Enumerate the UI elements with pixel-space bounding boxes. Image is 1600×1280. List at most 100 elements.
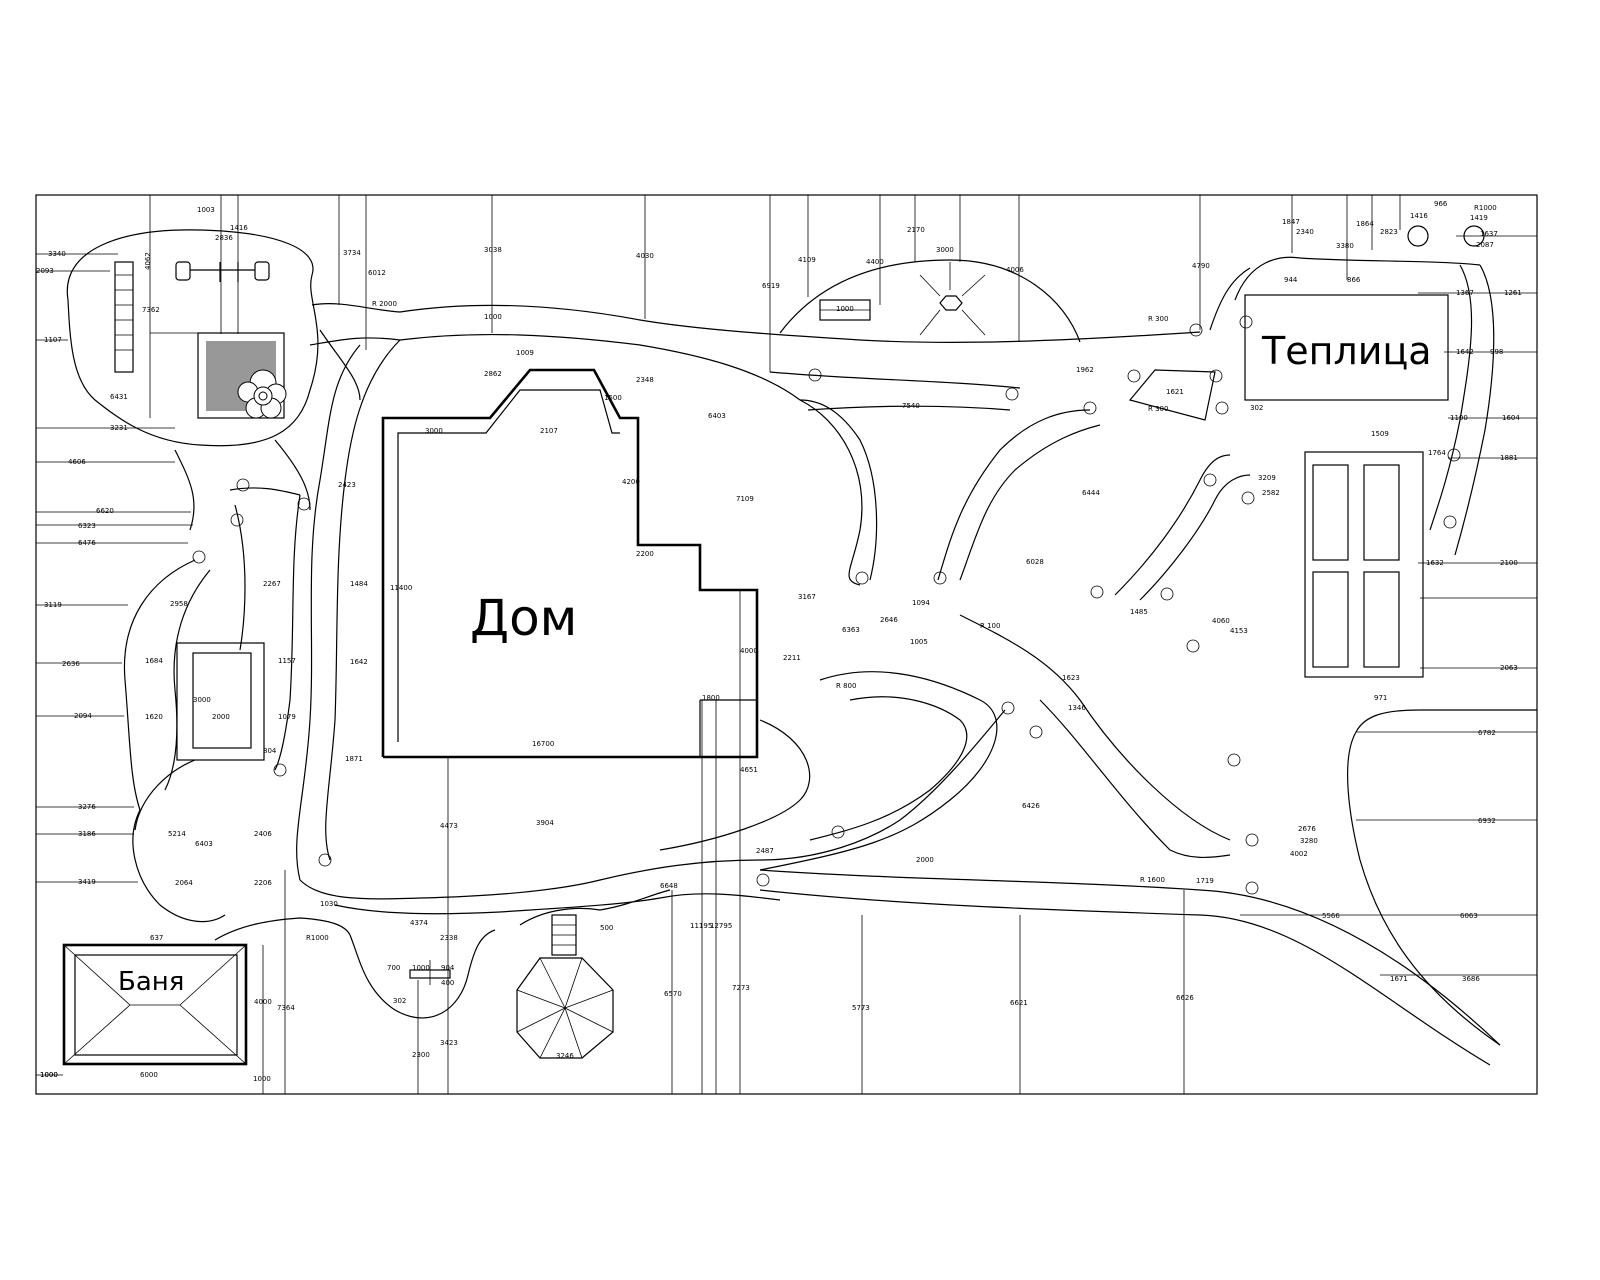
sandbox bbox=[197, 332, 285, 419]
dimension-label: 2487 bbox=[756, 847, 774, 855]
dimension-label: 6919 bbox=[762, 282, 780, 290]
dimension-label: 6444 bbox=[1082, 489, 1100, 497]
dimension-label: 2340 bbox=[1296, 228, 1314, 236]
dimension-label: 2000 bbox=[212, 713, 230, 721]
dimension-label: 6028 bbox=[1026, 558, 1044, 566]
dimension-label: 3000 bbox=[193, 696, 211, 704]
tree-icon bbox=[1463, 225, 1485, 247]
dimension-label: 3340 bbox=[48, 250, 66, 258]
dimension-label: 3038 bbox=[484, 246, 502, 254]
swing-icon bbox=[175, 261, 270, 282]
dimension-label: 4006 bbox=[1006, 266, 1024, 274]
dimension-label: 1346 bbox=[1068, 704, 1086, 712]
dimension-label: 6782 bbox=[1478, 729, 1496, 737]
dimension-label: 3246 bbox=[556, 1052, 574, 1060]
dimension-label: 4030 bbox=[636, 252, 654, 260]
dimension-label: 11195 bbox=[690, 922, 712, 930]
dimension-label: 1003 bbox=[197, 206, 215, 214]
dimension-label: 1881 bbox=[1500, 454, 1518, 462]
dimension-label: 1079 bbox=[278, 713, 296, 721]
dimension-label: 1637 bbox=[1480, 230, 1498, 238]
dimension-label: 3000 bbox=[425, 427, 443, 435]
dimension-label: 1620 bbox=[145, 713, 163, 721]
dimension-label: 1367 bbox=[1456, 289, 1474, 297]
dimension-label: 3734 bbox=[343, 249, 361, 257]
dimension-label: 1485 bbox=[1130, 608, 1148, 616]
dimension-label: 1509 bbox=[1371, 430, 1389, 438]
dimension-label: 1500 bbox=[604, 394, 622, 402]
dimension-label: 6932 bbox=[1478, 817, 1496, 825]
dimension-label: 4473 bbox=[440, 822, 458, 830]
dimension-label: 3280 bbox=[1300, 837, 1318, 845]
dimension-label: 500 bbox=[600, 924, 613, 932]
dimension-label: 6363 bbox=[842, 626, 860, 634]
dimension-label: 7109 bbox=[736, 495, 754, 503]
dimension-label: R 100 bbox=[980, 622, 1000, 630]
dimension-label: 1000 bbox=[484, 313, 502, 321]
dimension-label: 2348 bbox=[636, 376, 654, 384]
dimension-label: 1030 bbox=[320, 900, 338, 908]
dimension-label: 5566 bbox=[1322, 912, 1340, 920]
dimension-label: 1000 bbox=[40, 1071, 58, 1079]
dimension-label: 3423 bbox=[440, 1039, 458, 1047]
dimension-label: 3119 bbox=[44, 601, 62, 609]
dimension-label: 3419 bbox=[78, 878, 96, 886]
dimension-label: 2646 bbox=[880, 616, 898, 624]
dimension-label: 3209 bbox=[1258, 474, 1276, 482]
dimension-label: 2836 bbox=[215, 234, 233, 242]
dimension-label: 1419 bbox=[1470, 214, 1488, 222]
dimension-label: 3276 bbox=[78, 803, 96, 811]
pond bbox=[349, 929, 496, 1019]
dimension-label: 5214 bbox=[168, 830, 186, 838]
dimension-label: R 1600 bbox=[1140, 876, 1165, 884]
dimension-label: 302 bbox=[393, 997, 406, 1005]
dimension-label: 866 bbox=[1347, 276, 1361, 284]
dimension-label: 5773 bbox=[852, 1004, 870, 1012]
playground-area bbox=[66, 229, 319, 447]
dimension-label: 1621 bbox=[1166, 388, 1184, 396]
dimension-label: 6063 bbox=[1460, 912, 1478, 920]
dimension-label: 2406 bbox=[254, 830, 272, 838]
dimension-label: 6620 bbox=[96, 507, 114, 515]
dimension-label: 2338 bbox=[440, 934, 458, 942]
dimension-label: 2000 bbox=[916, 856, 934, 864]
dimension-label: 2087 bbox=[1476, 241, 1494, 249]
dimension-label: 700 bbox=[387, 964, 400, 972]
dimension-label: 7540 bbox=[902, 402, 920, 410]
dimension-label: 2423 bbox=[338, 481, 356, 489]
dimension-label: 2300 bbox=[412, 1051, 430, 1059]
dimension-label: 7362 bbox=[142, 306, 160, 314]
dimension-labels: 1003141628363340209340627362110764313231… bbox=[36, 200, 1522, 1083]
dimension-label: 1000 bbox=[412, 964, 430, 972]
dimension-label: 6403 bbox=[195, 840, 213, 848]
dimension-label: 6012 bbox=[368, 269, 386, 277]
house-outline bbox=[381, 368, 759, 759]
dimension-label: 2958 bbox=[170, 600, 188, 608]
dimension-label: 4374 bbox=[410, 919, 428, 927]
dimension-label: 4000 bbox=[740, 647, 758, 655]
dimension-label: 3904 bbox=[536, 819, 554, 827]
dimension-label: 4000 bbox=[254, 998, 272, 1006]
dimension-label: 6431 bbox=[110, 393, 128, 401]
dimension-label: 7364 bbox=[277, 1004, 295, 1012]
dimension-label: 3686 bbox=[1462, 975, 1480, 983]
dimension-label: 4200 bbox=[622, 478, 640, 486]
dimension-label: 1107 bbox=[44, 336, 62, 344]
dimension-label: 2823 bbox=[1380, 228, 1398, 236]
dimension-label: 3000 bbox=[936, 246, 954, 254]
dimension-label: 804 bbox=[263, 747, 277, 755]
dimension-label: 2267 bbox=[263, 580, 281, 588]
dimension-label: 1764 bbox=[1428, 449, 1446, 457]
dimension-label: 1000 bbox=[253, 1075, 271, 1083]
dimension-label: 1684 bbox=[145, 657, 163, 665]
dimension-label: 6476 bbox=[78, 539, 96, 547]
dimension-label: 966 bbox=[1434, 200, 1448, 208]
dimension-label: 1864 bbox=[1356, 220, 1374, 228]
dimension-label: 6403 bbox=[708, 412, 726, 420]
dimension-label: 2582 bbox=[1262, 489, 1280, 497]
pool-outer bbox=[176, 642, 265, 761]
dimension-label: 1871 bbox=[345, 755, 363, 763]
dimension-label: 4002 bbox=[1290, 850, 1308, 858]
dimension-label: 4790 bbox=[1192, 262, 1210, 270]
dimension-label: 7273 bbox=[732, 984, 750, 992]
